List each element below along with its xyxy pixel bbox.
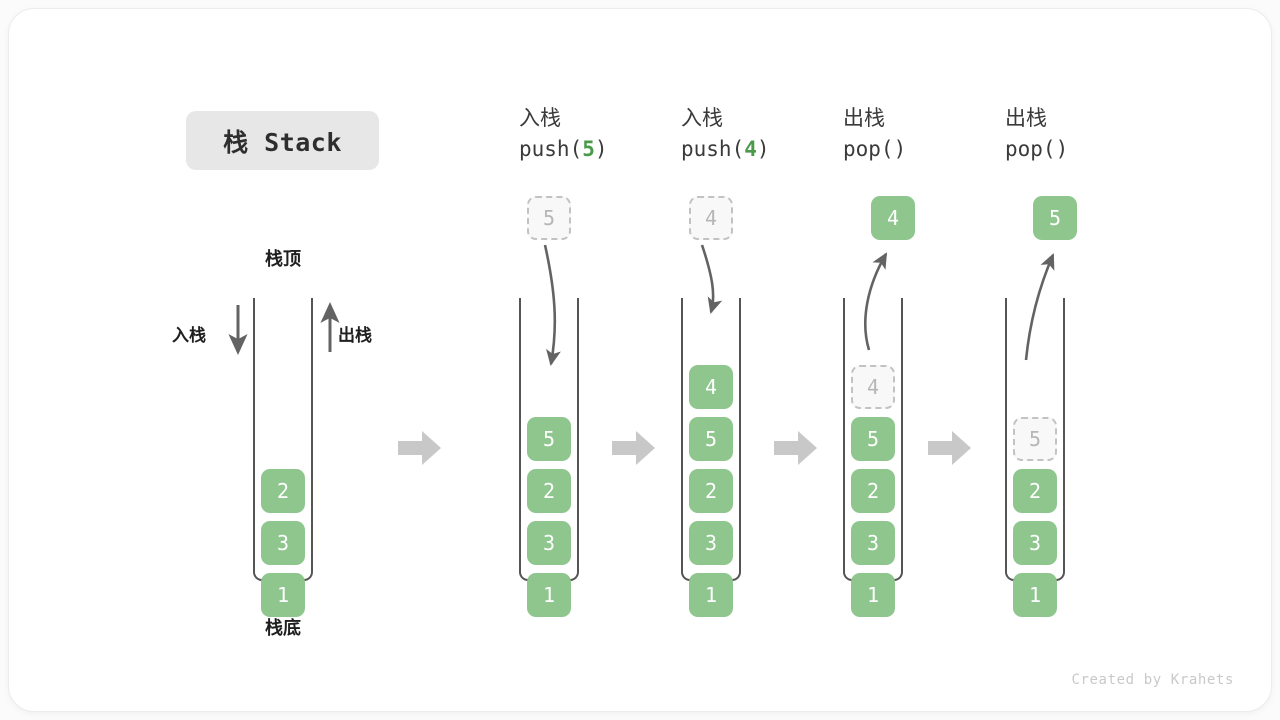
op-header-code: pop() xyxy=(1005,137,1069,162)
stack-item: 5 xyxy=(689,417,733,461)
stack-item-ghost: 4 xyxy=(851,365,895,409)
page-title: 栈 Stack xyxy=(186,111,379,170)
stack-item: 2 xyxy=(689,469,733,513)
floating-item-pop-5: 5 xyxy=(1033,196,1077,240)
op-header-pop-4: 出栈 pop() xyxy=(843,104,1013,165)
stack-top-caption: 栈顶 xyxy=(265,249,301,269)
op-header-push-4: 入栈 push(4) xyxy=(681,104,851,165)
op-header-cn: 出栈 xyxy=(1005,107,1047,130)
stack-item: 2 xyxy=(261,469,305,513)
stack-item-ghost: 5 xyxy=(1013,417,1057,461)
stack-item: 1 xyxy=(261,573,305,617)
flow-arrow-icon xyxy=(774,430,818,466)
stack-item: 3 xyxy=(851,521,895,565)
stack-bottom-caption: 栈底 xyxy=(265,618,301,638)
stack-item: 2 xyxy=(851,469,895,513)
pop-direction-label: 出栈 xyxy=(338,326,372,345)
op-header-code: pop() xyxy=(843,137,907,162)
op-header-pop-5: 出栈 pop() xyxy=(1005,104,1175,165)
stack-item: 2 xyxy=(527,469,571,513)
push-direction-label: 入栈 xyxy=(172,326,206,345)
floating-item-push-4: 4 xyxy=(689,196,733,240)
stack-item: 3 xyxy=(261,521,305,565)
stack-item: 1 xyxy=(689,573,733,617)
footer-credit: Created by Krahets xyxy=(1071,672,1234,688)
stack-item: 1 xyxy=(851,573,895,617)
stack-item: 1 xyxy=(527,573,571,617)
stack-item: 3 xyxy=(527,521,571,565)
floating-item-push-5: 5 xyxy=(527,196,571,240)
op-header-cn: 出栈 xyxy=(843,107,885,130)
op-header-cn: 入栈 xyxy=(681,107,723,130)
op-header-code: push(5) xyxy=(519,137,608,162)
stack-item: 1 xyxy=(1013,573,1057,617)
stack-item: 3 xyxy=(1013,521,1057,565)
stack-item: 5 xyxy=(851,417,895,461)
floating-item-pop-4: 4 xyxy=(871,196,915,240)
stack-item: 2 xyxy=(1013,469,1057,513)
op-arg: 4 xyxy=(744,137,757,162)
flow-arrow-icon xyxy=(928,430,972,466)
op-header-code: push(4) xyxy=(681,137,770,162)
flow-arrow-icon xyxy=(398,430,442,466)
stack-item: 5 xyxy=(527,417,571,461)
stack-item: 4 xyxy=(689,365,733,409)
flow-arrow-icon xyxy=(612,430,656,466)
op-arg: 5 xyxy=(582,137,595,162)
op-header-cn: 入栈 xyxy=(519,107,561,130)
op-header-push-5: 入栈 push(5) xyxy=(519,104,689,165)
stack-item: 3 xyxy=(689,521,733,565)
